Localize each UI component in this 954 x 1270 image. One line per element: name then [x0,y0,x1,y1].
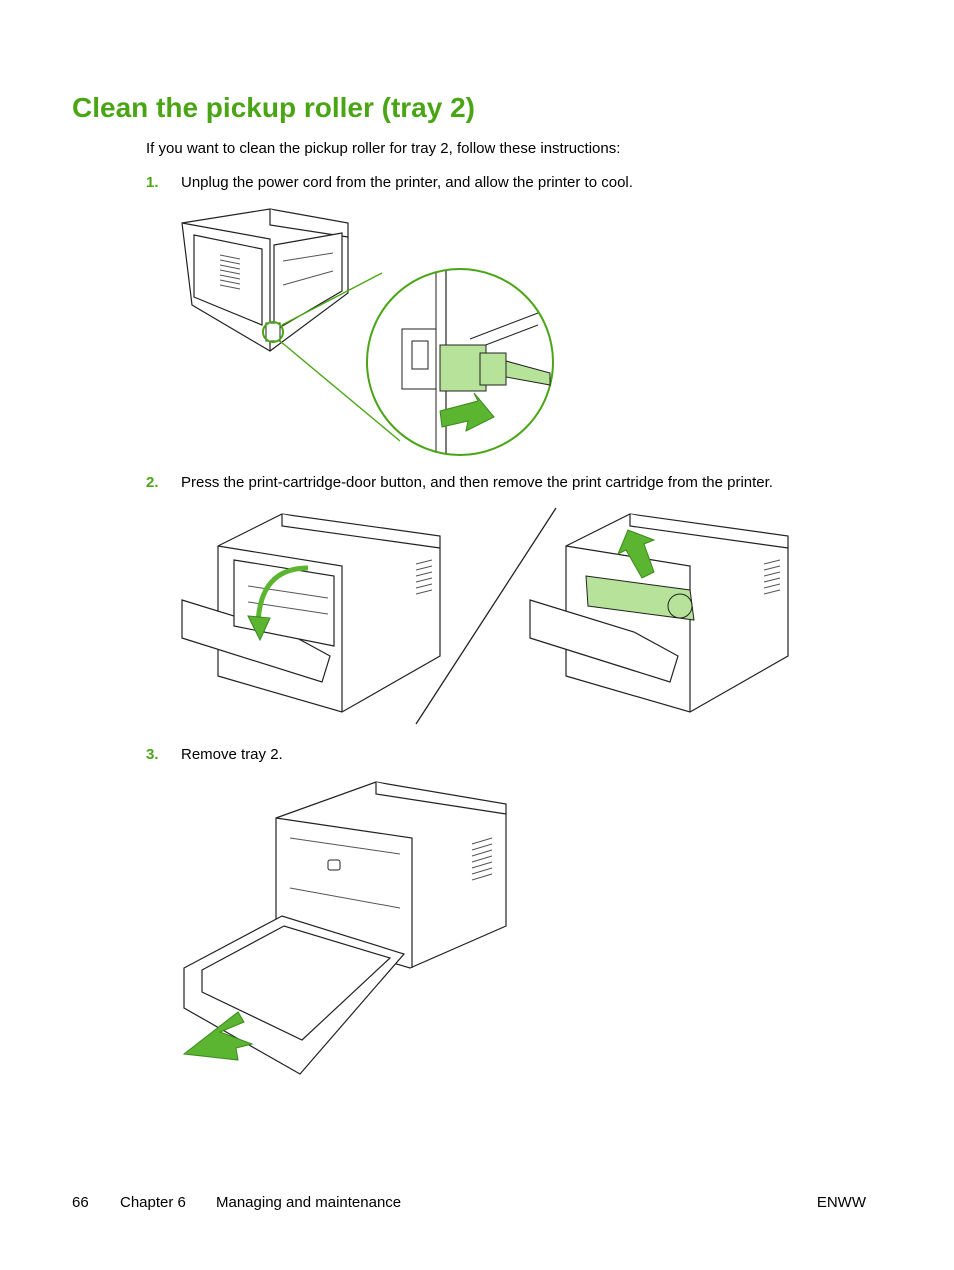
step-number: 1. [146,174,159,191]
footer-page-number: 66 [72,1194,89,1211]
step-2: 2. Press the print-cartridge-door button,… [146,474,773,491]
printer-remove-cartridge-icon [529,513,789,713]
step-text: Remove tray 2. [181,746,283,763]
step-3: 3. Remove tray 2. [146,746,283,763]
intro-text: If you want to clean the pickup roller f… [146,140,621,157]
step-text: Unplug the power cord from the printer, … [181,174,633,191]
printer-remove-tray-icon [182,781,507,1075]
printer-unplug-power-cord-icon [181,208,554,456]
step-number: 3. [146,746,159,763]
printer-open-door-icon [181,513,441,713]
step-text: Press the print-cartridge-door button, a… [181,474,773,491]
footer-section: Managing and maintenance [216,1194,402,1211]
step-divider-line [415,507,557,725]
footer-chapter: Chapter 6 [120,1194,186,1211]
page-title: Clean the pickup roller (tray 2) [72,92,475,123]
step-1: 1. Unplug the power cord from the printer… [146,174,633,191]
footer-doc-code: ENWW [816,1194,866,1211]
step-number: 2. [146,474,159,491]
